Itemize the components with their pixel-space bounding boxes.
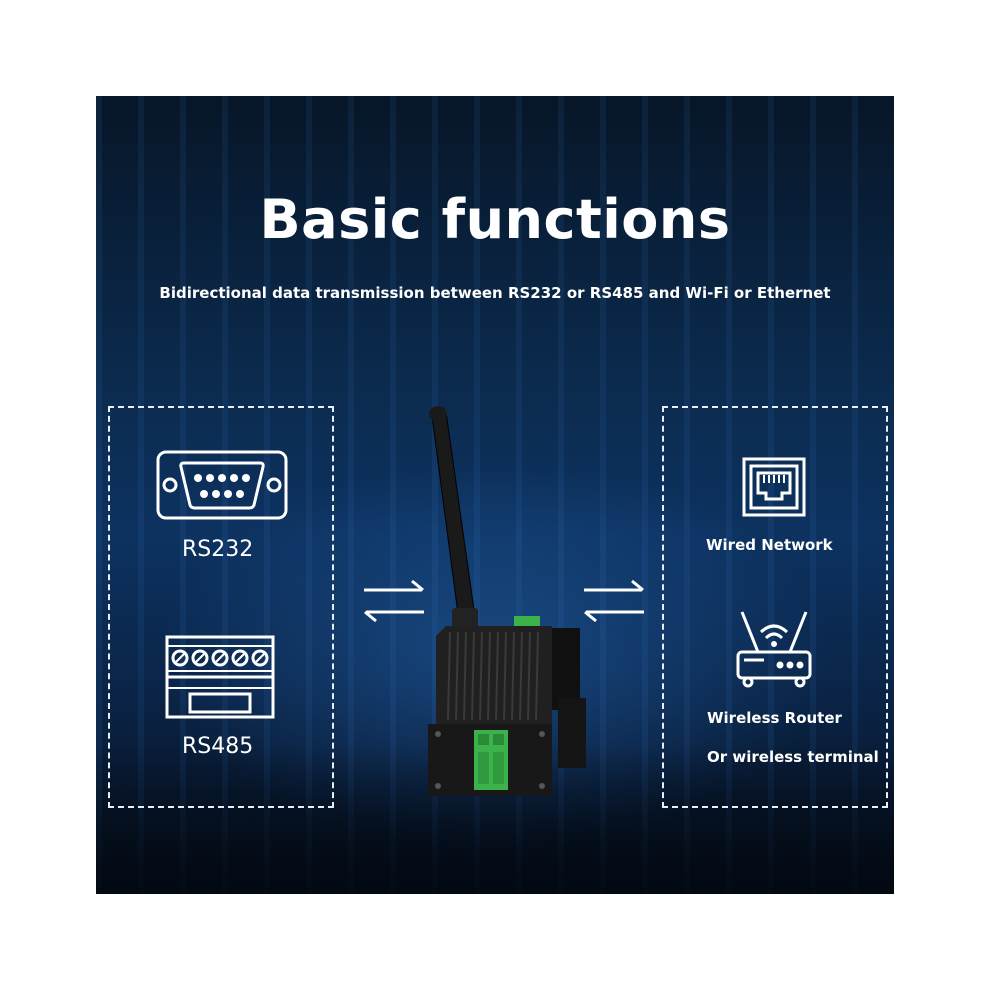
- wired-network-label: Wired Network: [706, 536, 833, 554]
- page-subtitle: Bidirectional data transmission between …: [159, 284, 831, 302]
- rj45-ethernet-icon: [742, 457, 806, 517]
- wireless-router-label: Wireless Router: [707, 709, 842, 727]
- page-title: Basic functions: [259, 188, 731, 251]
- diagram-panel: Basic functions Bidirectional data trans…: [96, 96, 894, 894]
- wifi-serial-server-device: [428, 406, 586, 796]
- wireless-terminal-label: Or wireless terminal: [707, 748, 879, 766]
- rs485-label: RS485: [182, 734, 254, 759]
- bidirectional-arrows-icon-right: [584, 579, 644, 623]
- terminal-block-icon: [165, 635, 275, 719]
- network-interfaces-box: [662, 406, 888, 808]
- rs232-label: RS232: [182, 537, 254, 562]
- serial-interfaces-box: [108, 406, 334, 808]
- bidirectional-arrows-icon-left: [364, 579, 424, 623]
- wifi-router-icon: [736, 611, 812, 688]
- db9-serial-port-icon: [156, 450, 288, 520]
